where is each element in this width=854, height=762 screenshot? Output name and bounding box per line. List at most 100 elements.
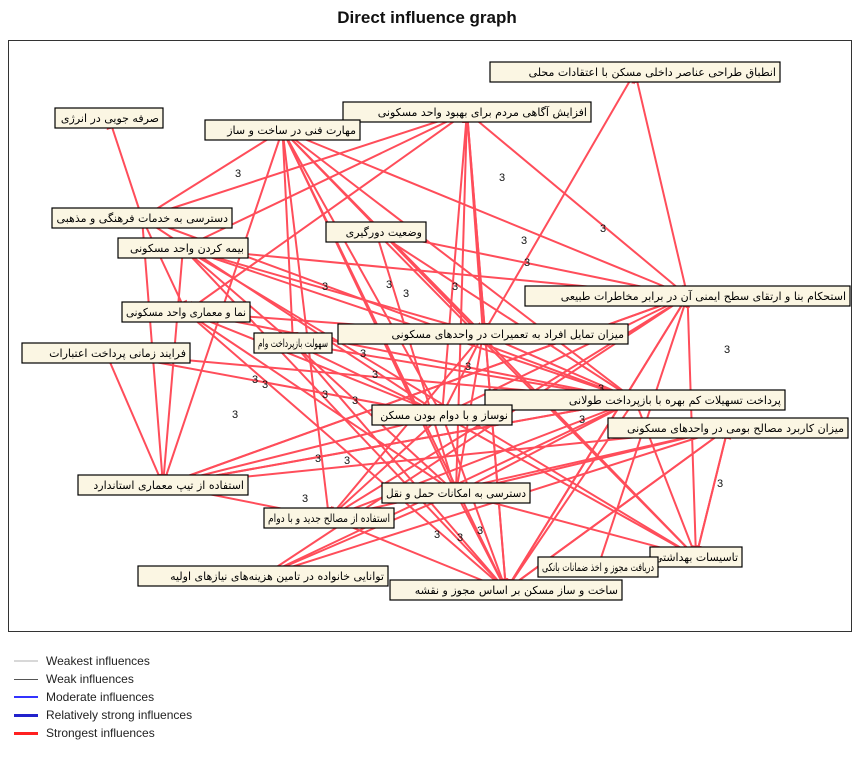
influence-edge (292, 342, 507, 591)
influence-edge (282, 129, 689, 298)
influence-edge (281, 129, 636, 401)
influence-edge (105, 352, 165, 487)
node-label: مهارت فنی در ساخت و ساز (226, 124, 356, 137)
node-label: سهولت بازپرداخت وام (258, 337, 328, 350)
node-box (137, 565, 389, 587)
graph-node: صرفه جویی در انرژی (54, 107, 164, 129)
node-box (263, 507, 395, 529)
edge-weight-label: 3 (724, 344, 730, 356)
influence-edge (140, 129, 284, 219)
legend-label: Strongest influences (46, 726, 155, 740)
node-label: پرداخت تسهیلات کم بهره با بازپرداخت طولا… (569, 394, 781, 407)
graph-node: ساخت و ساز مسکن بر اساس مجوز و نقشه (389, 579, 623, 601)
node-label: ساخت و ساز مسکن بر اساس مجوز و نقشه (415, 584, 618, 597)
node-label: تاسیسات بهداشتی (654, 551, 738, 564)
legend-item: Weak influences (14, 670, 192, 688)
graph-node: نوساز و با دوام بودن مسکن (371, 404, 513, 426)
node-label: میزان کاربرد مصالح بومی در واحدهای مسکون… (627, 422, 844, 435)
influence-edge (455, 492, 698, 561)
node-label: نما و معماری واحد مسکونی (126, 306, 246, 319)
influence-edge (185, 311, 507, 591)
graph-node: دسترسی به خدمات فرهنگی و مذهبی (51, 207, 233, 229)
edge-weight-label: 3 (344, 455, 350, 467)
influence-edge (450, 111, 468, 495)
edge-weight-label: 3 (521, 235, 527, 247)
edge-weight-label: 3 (600, 223, 606, 235)
graph-title: Direct influence graph (337, 8, 517, 27)
influence-edge (375, 231, 689, 300)
edge-weight-label: 3 (352, 395, 358, 407)
edge-weight-label: 3 (457, 532, 463, 544)
node-label: صرفه جویی در انرژی (61, 112, 159, 125)
node-box (371, 404, 513, 426)
node-label: دریافت مجوز و اخذ ضمانات بانکی (542, 561, 654, 574)
edge-weight-label: 3 (499, 172, 505, 184)
legend-swatch (14, 713, 38, 717)
edge-weight-label: 3 (465, 361, 471, 373)
influence-edge (461, 110, 507, 591)
legend-swatch (14, 678, 38, 680)
edge-weight-label: 3 (360, 348, 366, 360)
node-label: انطباق طراحی عناصر داخلی مسکن با اعتقادا… (529, 66, 776, 79)
influence-edge (466, 111, 689, 297)
influence-edge (375, 231, 637, 401)
legend-item: Relatively strong influences (14, 706, 192, 724)
node-label: نوساز و با دوام بودن مسکن (380, 409, 508, 422)
node-box (54, 107, 164, 129)
influence-edge (482, 333, 637, 402)
node-label: استفاده از مصالح جدید و با دوام (268, 512, 390, 525)
graph-node: استفاده از مصالح جدید و با دوام (263, 507, 395, 529)
influence-edge (281, 129, 299, 345)
node-box (537, 556, 659, 578)
influence-edge (455, 492, 507, 592)
node-box (77, 474, 249, 496)
legend-label: Moderate influences (46, 690, 155, 704)
node-label: افزایش آگاهی مردم برای بهبود واحد مسکونی (378, 105, 587, 119)
graph-node: استحکام بنا و ارتقای سطح ایمنی آن در برا… (524, 285, 851, 307)
node-box (21, 342, 191, 364)
edge-weight-label: 3 (403, 288, 409, 300)
node-label: میزان تمایل افراد به تعمیرات در واحدهای … (392, 328, 625, 341)
legend-label: Relatively strong influences (46, 708, 193, 722)
legend-item: Moderate influences (14, 688, 192, 706)
graph-node: توانایی خانواده در تامین هزینه‌های نیازه… (137, 565, 389, 587)
edge-weight-label: 3 (477, 525, 483, 537)
influence-edge (140, 111, 468, 221)
node-label: دسترسی به امکانات حمل و نقل (386, 487, 526, 500)
edge-weight-label: 3 (598, 383, 604, 395)
node-box (524, 285, 851, 307)
graph-node: میزان کاربرد مصالح بومی در واحدهای مسکون… (607, 417, 849, 439)
influence-edge (281, 129, 334, 520)
nodes-layer: انطباق طراحی عناصر داخلی مسکن با اعتقادا… (21, 61, 851, 601)
graph-node: مهارت فنی در ساخت و ساز (204, 119, 361, 141)
influence-edge (695, 426, 732, 558)
influence-edge (441, 414, 698, 558)
node-box (607, 417, 849, 439)
edge-weight-label: 3 (252, 374, 258, 386)
legend-label: Weak influences (46, 672, 134, 686)
node-box (484, 389, 786, 411)
influence-edge (262, 491, 458, 577)
influence-edge (182, 247, 294, 344)
legend-swatch (14, 731, 38, 735)
legend-item: Strongest influences (14, 724, 192, 742)
legend-item: Weakest influences (14, 652, 192, 670)
edge-weight-label: 3 (579, 414, 585, 426)
influence-edge (106, 116, 143, 219)
edge-weight-label: 3 (235, 168, 241, 180)
edge-weight-label: 3 (262, 379, 268, 391)
legend-swatch (14, 660, 38, 662)
influence-edge (441, 333, 484, 417)
edge-weight-label: 3 (322, 281, 328, 293)
legend-swatch (14, 696, 38, 698)
graph-node: تاسیسات بهداشتی (649, 546, 743, 568)
influence-edge (281, 129, 443, 417)
graph-node: میزان تمایل افراد به تعمیرات در واحدهای … (337, 323, 629, 345)
node-box (342, 101, 592, 123)
node-label: استحکام بنا و ارتقای سطح ایمنی آن در برا… (561, 289, 846, 303)
edge-weight-label: 3 (232, 409, 238, 421)
node-label: استفاده از تیپ معماری استاندارد (93, 479, 244, 492)
graph-node: سهولت بازپرداخت وام (253, 332, 333, 354)
influence-edge (631, 70, 689, 297)
